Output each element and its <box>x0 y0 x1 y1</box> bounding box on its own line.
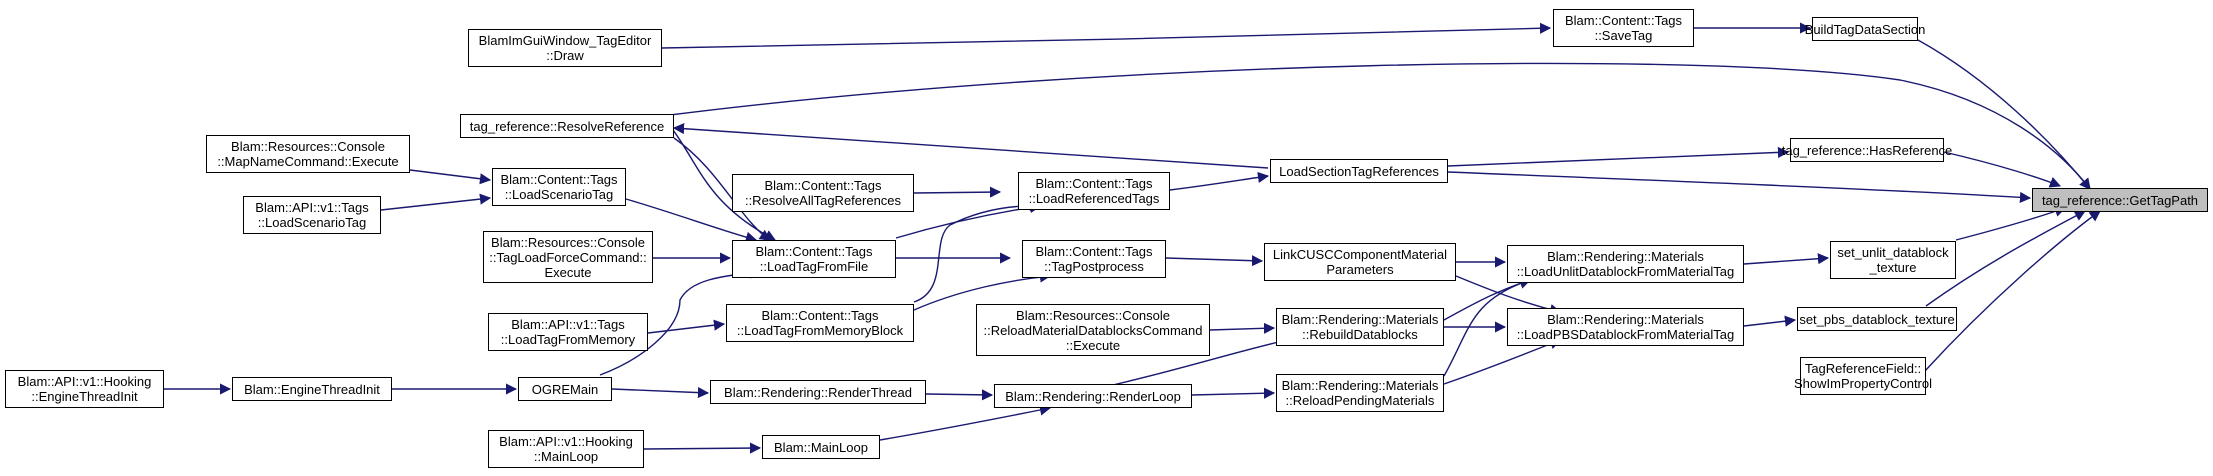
edge-load-tag-from-file-to-load-referenced-tags <box>895 201 1042 239</box>
node-label: Blam::Content::Tags ::SaveTag <box>1564 13 1683 43</box>
node-load-unlit-datablock[interactable]: Blam::Rendering::Materials ::LoadUnlitDa… <box>1507 245 1744 283</box>
node-api-load-tag-from-memory[interactable]: Blam::API::v1::Tags ::LoadTagFromMemory <box>488 313 648 351</box>
node-tag-postprocess[interactable]: Blam::Content::Tags ::TagPostprocess <box>1022 240 1166 278</box>
edge-map-name-cmd-to-load-scenario-tag <box>409 169 492 185</box>
edge-set-unlit-to-get-tag-path <box>1955 206 2067 241</box>
node-label: tag_reference::GetTagPath <box>2041 192 2199 208</box>
node-label: Blam::Content::Tags ::LoadTagFromMemoryB… <box>736 308 904 338</box>
edge-main-loop-to-render-loop <box>879 404 1052 441</box>
edge-load-section-tag-refs-to-resolve-reference <box>672 122 1269 169</box>
node-map-name-command[interactable]: Blam::Resources::Console ::MapNameComman… <box>206 135 410 173</box>
edge-ogre-main-to-load-tag-from-file <box>599 267 762 376</box>
node-engine-thread-init[interactable]: Blam::EngineThreadInit <box>232 377 392 401</box>
node-render-thread[interactable]: Blam::Rendering::RenderThread <box>710 380 926 404</box>
edge-tag-editor-draw-to-get-tag-path <box>661 62 2091 190</box>
edge-reload-pending-to-load-unlit <box>1443 277 1532 377</box>
node-label: Blam::API::v1::Hooking ::MainLoop <box>499 434 633 464</box>
edge-ogre-main-to-render-thread <box>611 386 710 399</box>
edge-show-im-property-to-get-tag-path <box>1923 210 2101 373</box>
node-load-tag-from-file[interactable]: Blam::Content::Tags ::LoadTagFromFile <box>732 240 896 278</box>
node-label: set_unlit_datablock _texture <box>1837 245 1949 275</box>
node-label: Blam::Rendering::Materials ::LoadPBSData… <box>1516 312 1735 342</box>
node-label: BlamImGuiWindow_TagEditor ::Draw <box>478 33 652 63</box>
node-load-scenario-tag[interactable]: Blam::Content::Tags ::LoadScenarioTag <box>492 168 626 206</box>
edge-tag-editor-draw-to-load-tag-from-file <box>661 115 776 241</box>
edge-load-tag-from-memory-block-to-load-referenced-tags <box>913 200 1042 303</box>
node-label: Blam::EngineThreadInit <box>244 381 380 397</box>
node-reload-pending-materials[interactable]: Blam::Rendering::Materials ::ReloadPendi… <box>1276 374 1444 412</box>
edge-tag-editor-draw-to-save-tag <box>661 22 1552 49</box>
node-label: Blam::Rendering::Materials ::LoadUnlitDa… <box>1516 249 1735 279</box>
node-label: Blam::Content::Tags ::ResolveAllTagRefer… <box>744 178 902 208</box>
node-label: Blam::Rendering::Materials ::RebuildData… <box>1281 312 1439 342</box>
node-load-referenced-tags[interactable]: Blam::Content::Tags ::LoadReferencedTags <box>1018 172 1170 210</box>
node-label: Blam::Content::Tags ::LoadReferencedTags <box>1028 176 1160 206</box>
node-label: Blam::API::v1::Hooking ::EngineThreadIni… <box>17 374 152 404</box>
edge-load-section-tag-refs-to-has-reference <box>1447 146 1790 167</box>
node-label: Blam::Resources::Console ::MapNameComman… <box>217 139 399 169</box>
edge-has-reference-to-get-tag-path <box>1943 151 2062 188</box>
edge-load-scenario-tag-to-load-tag-from-file <box>625 198 758 243</box>
node-label: Blam::Rendering::RenderThread <box>724 384 912 400</box>
node-label: tag_reference::HasReference <box>1781 142 1953 158</box>
edge-load-section-tag-refs-to-get-tag-path <box>1447 171 2032 203</box>
edge-load-referenced-tags-to-load-section-tag-refs <box>1169 171 1270 191</box>
node-build-tag-data-section[interactable]: BuildTagDataSection <box>1805 17 1925 41</box>
node-link-cusc-component[interactable]: LinkCUSCComponentMaterial Parameters <box>1264 243 1456 281</box>
node-render-loop[interactable]: Blam::Rendering::RenderLoop <box>994 384 1192 408</box>
node-resolve-reference[interactable]: tag_reference::ResolveReference <box>460 114 674 138</box>
node-label: Blam::API::v1::Tags ::LoadTagFromMemory <box>500 317 636 347</box>
node-tag-editor-draw[interactable]: BlamImGuiWindow_TagEditor ::Draw <box>468 29 662 67</box>
node-hooking-main-loop[interactable]: Blam::API::v1::Hooking ::MainLoop <box>488 430 644 468</box>
node-set-unlit-datablock-texture[interactable]: set_unlit_datablock _texture <box>1830 241 1956 279</box>
edge-api-load-tag-from-memory-to-load-tag-from-memory-block <box>647 319 726 334</box>
node-label: BuildTagDataSection <box>1804 21 1926 37</box>
node-label: LinkCUSCComponentMaterial Parameters <box>1272 247 1448 277</box>
edge-tag-postprocess-to-link-cusc <box>1165 255 1264 267</box>
edge-api-load-scenario-tag-to-load-scenario-tag <box>380 193 492 211</box>
node-rebuild-datablocks[interactable]: Blam::Rendering::Materials ::RebuildData… <box>1276 308 1444 346</box>
node-label: LoadSectionTagReferences <box>1279 163 1439 179</box>
node-label: tag_reference::ResolveReference <box>469 118 665 134</box>
edge-resolve-all-tag-refs-to-load-referenced-tags <box>913 186 1002 198</box>
node-load-section-tag-references[interactable]: LoadSectionTagReferences <box>1270 159 1448 183</box>
edge-reload-pending-to-load-pbs <box>1443 338 1562 385</box>
edge-render-loop-to-reload-pending <box>1191 387 1276 399</box>
node-load-tag-from-memory-block[interactable]: Blam::Content::Tags ::LoadTagFromMemoryB… <box>726 304 914 342</box>
edge-render-thread-to-render-loop <box>925 389 994 401</box>
node-label: TagReferenceField:: ShowImPropertyContro… <box>1794 361 1932 391</box>
node-reload-material-datablocks-command[interactable]: Blam::Resources::Console ::ReloadMateria… <box>976 304 1210 356</box>
node-get-tag-path[interactable]: tag_reference::GetTagPath <box>2032 188 2208 212</box>
node-label: Blam::Rendering::RenderLoop <box>1005 388 1181 404</box>
node-label: Blam::Resources::Console ::TagLoadForceC… <box>489 234 647 280</box>
node-main-loop[interactable]: Blam::MainLoop <box>762 435 880 459</box>
node-label: Blam::Content::Tags ::TagPostprocess <box>1035 244 1153 274</box>
node-tag-load-force-command[interactable]: Blam::Resources::Console ::TagLoadForceC… <box>483 231 653 283</box>
node-ogre-main[interactable]: OGREMain <box>518 377 612 401</box>
node-label: Blam::API::v1::Tags ::LoadScenarioTag <box>255 200 369 230</box>
edge-load-pbs-to-set-pbs <box>1743 315 1797 327</box>
node-hooking-engine-thread-init[interactable]: Blam::API::v1::Hooking ::EngineThreadIni… <box>5 370 164 408</box>
node-label: Blam::Resources::Console ::ReloadMateria… <box>983 307 1203 353</box>
node-has-reference[interactable]: tag_reference::HasReference <box>1782 138 1952 162</box>
edge-hooking-main-loop-to-main-loop <box>643 442 762 454</box>
node-save-tag[interactable]: Blam::Content::Tags ::SaveTag <box>1553 9 1694 47</box>
node-label: Blam::Content::Tags ::LoadScenarioTag <box>500 172 618 202</box>
edge-load-unlit-to-set-unlit <box>1743 253 1830 265</box>
node-api-load-scenario-tag[interactable]: Blam::API::v1::Tags ::LoadScenarioTag <box>243 196 381 234</box>
edge-reload-material-cmd-to-rebuild-datablocks <box>1209 322 1276 334</box>
node-load-pbs-datablock[interactable]: Blam::Rendering::Materials ::LoadPBSData… <box>1507 308 1744 346</box>
node-show-im-property-control[interactable]: TagReferenceField:: ShowImPropertyContro… <box>1794 357 1932 395</box>
node-resolve-all-tag-references[interactable]: Blam::Content::Tags ::ResolveAllTagRefer… <box>732 174 914 212</box>
node-label: set_pbs_datablock_texture <box>1799 311 1955 327</box>
edge-set-pbs-to-get-tag-path <box>1925 210 2086 307</box>
node-label: OGREMain <box>531 381 599 397</box>
node-set-pbs-datablock-texture[interactable]: set_pbs_datablock_texture <box>1797 307 1957 331</box>
node-label: Blam::Rendering::Materials ::ReloadPendi… <box>1281 378 1439 408</box>
node-label: Blam::MainLoop <box>774 439 868 455</box>
node-label: Blam::Content::Tags ::LoadTagFromFile <box>755 244 873 274</box>
